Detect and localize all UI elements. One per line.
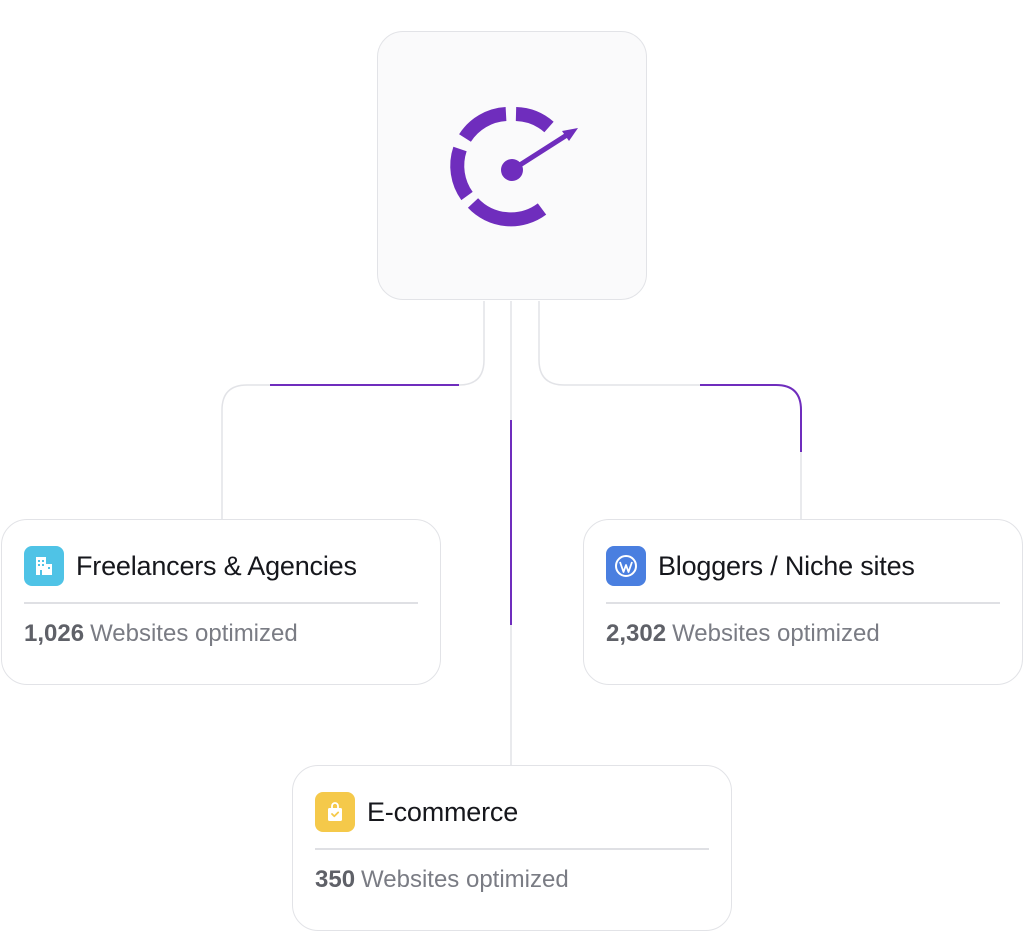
connector-right-highlight xyxy=(700,384,802,452)
stat-label: Websites optimized xyxy=(90,620,298,647)
card-title: E-commerce xyxy=(367,796,519,827)
divider xyxy=(606,602,1000,604)
divider xyxy=(24,602,418,604)
speedometer-icon xyxy=(450,106,578,226)
wordpress-icon xyxy=(606,546,646,586)
card-header: Freelancers & Agencies xyxy=(24,546,418,586)
stat-label: Websites optimized xyxy=(672,620,880,647)
divider xyxy=(315,848,709,850)
card-header: E-commerce xyxy=(315,792,709,832)
shopping-bag-icon xyxy=(315,792,355,832)
connector-left xyxy=(221,301,485,519)
card-header: Bloggers / Niche sites xyxy=(606,546,1000,586)
websites-count: 1,026 xyxy=(24,620,85,647)
card-title: Freelancers & Agencies xyxy=(76,550,357,581)
card-title: Bloggers / Niche sites xyxy=(658,550,915,581)
websites-count: 350 xyxy=(315,866,356,893)
stat-label: Websites optimized xyxy=(361,866,569,893)
websites-count: 2,302 xyxy=(606,620,667,647)
hub-card xyxy=(377,31,647,300)
connector-right xyxy=(538,301,802,519)
buildings-icon xyxy=(24,546,64,586)
